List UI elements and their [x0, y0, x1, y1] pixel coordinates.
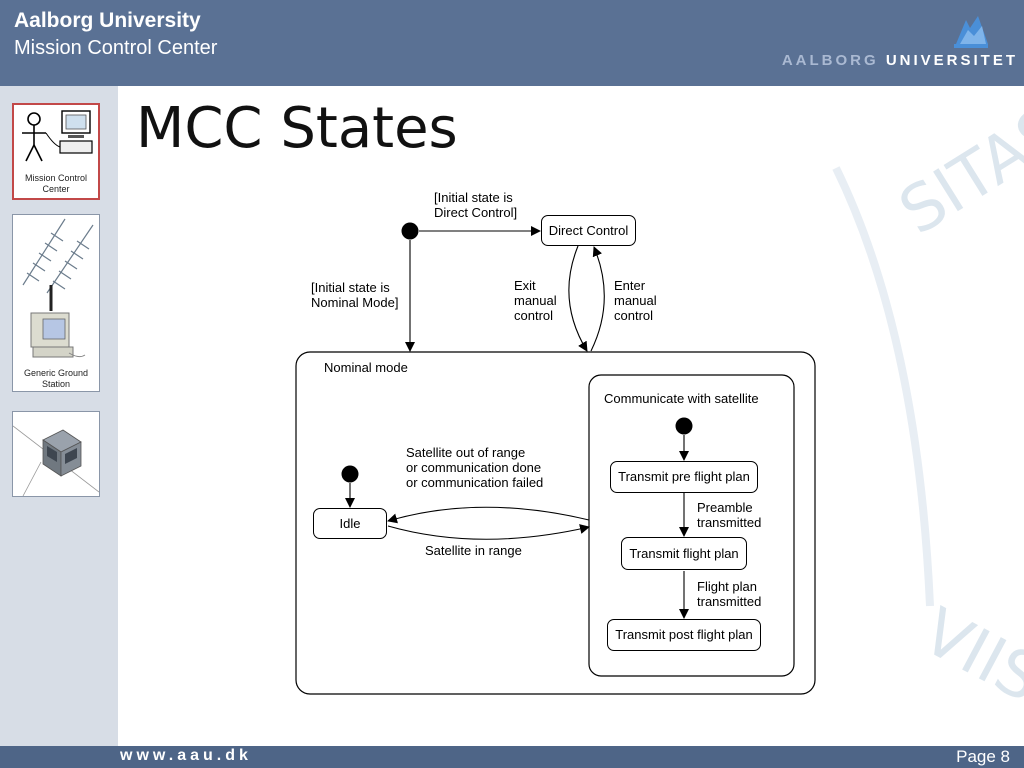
logo-text-universitet: UNIVERSITET [885, 52, 1018, 69]
logo-text-aalborg: AALBORG [781, 52, 879, 69]
initial-node-top [401, 222, 419, 240]
arrow-communicate-to-idle [387, 506, 590, 524]
label-enter-manual: Enter manual control [614, 278, 657, 323]
panel-label-ground-station-line2: Station [41, 379, 71, 389]
header-subtitle: Mission Control Center [14, 37, 218, 59]
label-exit-manual: Exit manual control [514, 278, 557, 323]
sidebar-item-generic-ground-station[interactable]: Generic Ground Station [12, 214, 100, 392]
label-nominal-mode: Nominal mode [324, 360, 408, 375]
state-transmit-post-flight: Transmit post flight plan [607, 619, 761, 651]
sidebar: Mission Control Center Generic Ground St… [0, 86, 118, 746]
panel-label-mcc-line1: Mission Control [24, 173, 88, 183]
ground-station-antenna-icon [22, 218, 94, 358]
header-bar: Aalborg University Mission Control Cente… [0, 0, 1024, 86]
university-seal-watermark: SITAS VIIS N [832, 92, 1024, 746]
initial-node-idle [341, 465, 359, 483]
panel-label-mcc-line2: Center [42, 184, 70, 194]
note-initial-nominal: [Initial state is Nominal Mode] [311, 280, 399, 310]
label-preamble: Preamble transmitted [697, 500, 762, 530]
label-out-of-range: Satellite out of range or communication … [406, 445, 544, 490]
arrow-exit-manual [568, 245, 588, 352]
state-idle: Idle [313, 508, 387, 539]
university-logo-icon [954, 16, 988, 48]
state-transmit-pre-flight: Transmit pre flight plan [610, 461, 758, 493]
nominal-mode-container [295, 351, 816, 695]
sidebar-item-mission-control-center[interactable]: Mission Control Center [12, 103, 100, 200]
operator-computer-icon [22, 110, 93, 162]
label-flight-plan-transmitted: Flight plan transmitted [697, 579, 762, 609]
label-communicate: Communicate with satellite [604, 391, 759, 406]
arrow-enter-manual [590, 246, 605, 352]
panel-label-ground-station: Generic Ground Station [13, 368, 99, 390]
page-title: MCC States [136, 96, 458, 161]
sidebar-item-satellite[interactable] [12, 411, 100, 497]
panel-label-ground-station-line1: Generic Ground [23, 368, 89, 378]
satellite-cube-icon [13, 425, 99, 496]
arrow-idle-to-communicate [387, 524, 590, 540]
state-direct-control: Direct Control [541, 215, 636, 246]
footer-bar: www.aau.dk Page 8 [0, 746, 1024, 768]
state-transmit-flight: Transmit flight plan [621, 537, 747, 570]
university-logo-text: AALBORG UNIVERSITET [782, 52, 1018, 69]
panel-label-mcc: Mission Control Center [14, 173, 98, 195]
header-title: Aalborg University [14, 9, 201, 32]
label-in-range: Satellite in range [425, 543, 522, 558]
initial-node-communicate [675, 417, 693, 435]
footer-url-link[interactable]: www.aau.dk [120, 747, 252, 764]
page-number: Page 8 [956, 747, 1010, 766]
note-initial-direct: [Initial state is Direct Control] [434, 190, 518, 220]
